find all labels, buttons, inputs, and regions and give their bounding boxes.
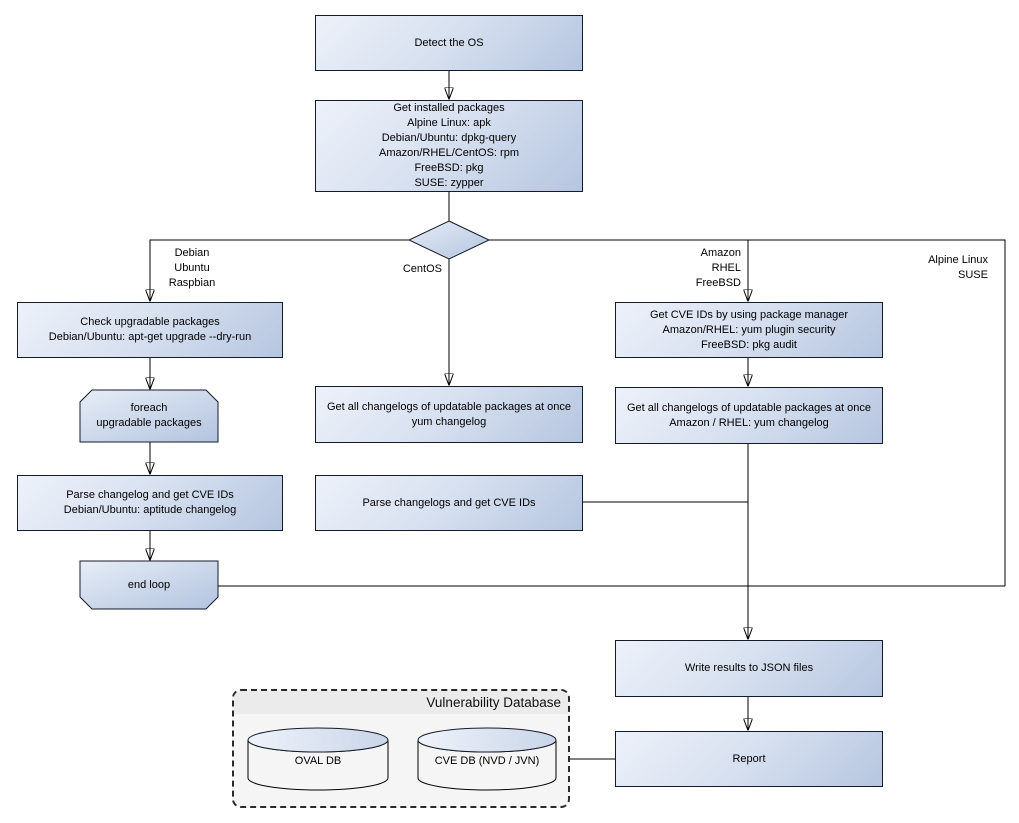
node-label: Parse changelogs and get CVE IDs <box>362 496 536 509</box>
node-amazon-get-changelogs: Get all changelogs of updatable packages… <box>615 387 883 444</box>
node-line: Get installed packages <box>393 102 505 114</box>
branch-label-line: SUSE <box>958 269 988 281</box>
node-line: Parse changelog and get CVE IDs <box>66 489 234 501</box>
branch-label-amazon: Amazon RHEL FreeBSD <box>653 246 741 291</box>
node-report: Report <box>615 731 883 787</box>
node-centos-get-changelogs: Get all changelogs of updatable packages… <box>315 386 583 443</box>
end-loop-shape <box>79 560 219 610</box>
vulnerability-database-title: Vulnerability Database <box>426 695 561 710</box>
branch-label-line: Raspbian <box>168 277 216 289</box>
branch-label-debian: Debian Ubuntu Raspbian <box>150 246 234 291</box>
vulnerability-database-container: Vulnerability Database <box>232 689 570 808</box>
node-get-cve-ids-package-manager: Get CVE IDs by using package manager Ama… <box>615 302 883 358</box>
os-decision-diamond <box>407 220 491 260</box>
node-line: SUSE: zypper <box>414 177 484 189</box>
foreach-loop-shape <box>79 389 219 443</box>
branch-label-centos: CentOS <box>378 262 442 277</box>
node-line: FreeBSD: pkg <box>414 162 484 174</box>
foreach-loop-text: foreach upgradable packages <box>80 390 218 442</box>
node-get-installed-packages: Get installed packages Alpine Linux: apk… <box>315 100 583 192</box>
node-line: Amazon / RHEL: yum changelog <box>669 416 829 429</box>
node-label: Write results to JSON files <box>684 662 814 674</box>
node-centos-parse-changelogs: Parse changelogs and get CVE IDs <box>315 475 583 531</box>
node-line: Alpine Linux: apk <box>407 117 491 129</box>
node-line: FreeBSD: pkg audit <box>701 338 797 351</box>
node-write-results-json: Write results to JSON files <box>615 640 883 697</box>
node-parse-changelog-debian: Parse changelog and get CVE IDs Debian/U… <box>17 475 283 531</box>
branch-label-line: RHEL <box>711 262 741 274</box>
node-line: upgradable packages <box>96 417 202 429</box>
node-check-upgradable-packages: Check upgradable packages Debian/Ubuntu:… <box>17 302 283 358</box>
node-label: Detect the OS <box>414 36 484 49</box>
branch-label-line: CentOS <box>402 263 442 275</box>
branch-label-line: Amazon <box>700 247 741 259</box>
node-detect-os: Detect the OS <box>315 15 583 71</box>
end-loop-text: end loop <box>80 561 218 609</box>
node-line: Check upgradable packages <box>80 316 220 328</box>
vulnerability-database-header: Vulnerability Database <box>234 691 568 714</box>
node-line: Get all changelogs of updatable packages… <box>326 400 571 413</box>
branch-label-line: FreeBSD <box>695 277 741 289</box>
node-line: Debian/Ubuntu: aptitude changelog <box>63 504 237 516</box>
node-line: foreach <box>130 402 168 414</box>
branch-label-line: Debian <box>174 247 210 259</box>
node-line: Amazon/RHEL/CentOS: rpm <box>379 147 519 159</box>
node-line: Debian/Ubuntu: apt-get upgrade --dry-run <box>48 331 252 343</box>
branch-label-line: Alpine Linux <box>928 254 988 266</box>
node-label: Report <box>732 752 766 765</box>
node-line: Get all changelogs of updatable packages… <box>626 401 871 414</box>
node-line: Debian/Ubuntu: dpkg-query <box>381 132 517 144</box>
branch-label-alpine: Alpine Linux SUSE <box>858 253 988 283</box>
branch-label-line: Ubuntu <box>174 262 210 274</box>
node-line: Amazon/RHEL: yum plugin security <box>662 323 836 336</box>
node-label: end loop <box>127 578 171 591</box>
node-line: Get CVE IDs by using package manager <box>649 308 849 321</box>
node-line: yum changelog <box>411 415 487 428</box>
